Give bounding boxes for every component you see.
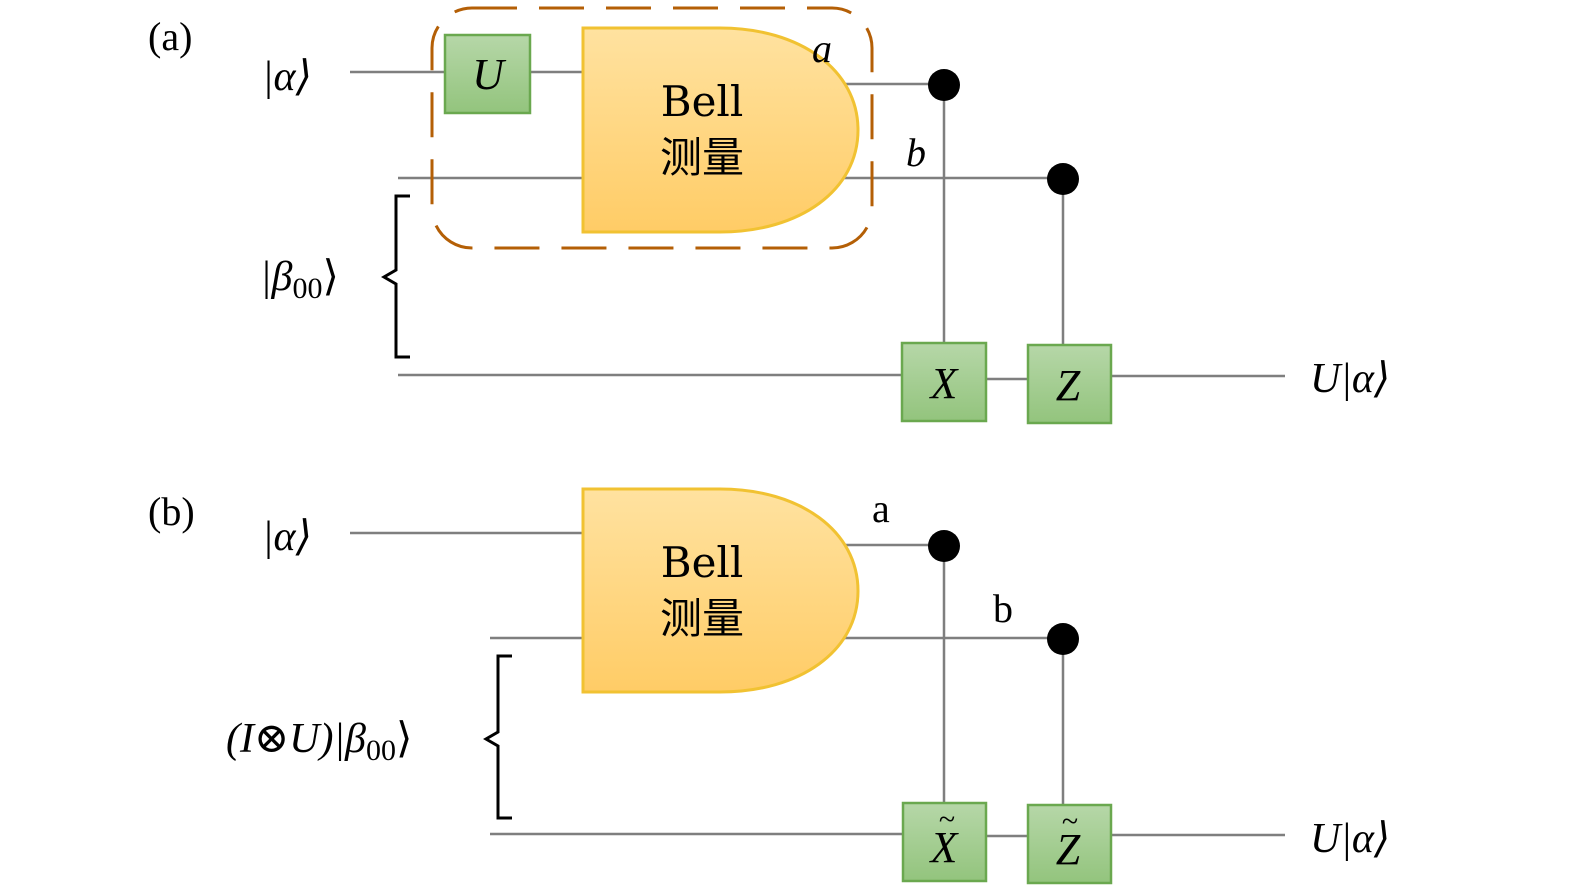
- bit-a-label-a: a: [812, 26, 832, 71]
- panel-b-label: (b): [148, 489, 195, 534]
- bell-a-line2: 测量: [660, 133, 744, 182]
- bell-b-line1: Bell: [661, 538, 744, 587]
- bell-b-line2: 测量: [660, 594, 744, 643]
- panel-b-input-state: |α⟩: [262, 514, 312, 560]
- panel-a-output-state: U|α⟩: [1310, 356, 1390, 402]
- gate-x-a-label: X: [929, 359, 960, 408]
- panel-b-pair-state: (I⊗U)|β00⟩: [226, 716, 412, 767]
- gate-z-tilde-b: [1026, 803, 1113, 885]
- control-dot-b-2: [1047, 623, 1079, 655]
- gate-z-tilde-label: Z: [1056, 825, 1081, 874]
- gate-x-a: [900, 341, 988, 423]
- gate-x-tilde-mark: ~: [939, 803, 955, 836]
- bit-b-label-b: b: [993, 586, 1013, 631]
- gate-u-label: U: [472, 50, 507, 99]
- panel-b: (b) |α⟩ Bell 测量 a b ~ X ~ Z (I⊗U)|β00⟩ U…: [148, 486, 1390, 885]
- gate-u: [443, 33, 532, 115]
- bell-measurement-b: [581, 487, 860, 694]
- bell-a-line1: Bell: [661, 77, 744, 126]
- bit-a-label-b: a: [872, 486, 890, 531]
- panel-a-pair-state: |β00⟩: [260, 254, 339, 305]
- control-dot-a-1: [928, 69, 960, 101]
- panel-a-input-state: |α⟩: [262, 54, 312, 100]
- panel-a: (a) |α⟩ U Bell 测量 a b X Z: [148, 6, 1390, 425]
- panel-a-label: (a): [148, 14, 192, 59]
- control-dot-a-2: [1047, 163, 1079, 195]
- bell-measurement-a: [581, 26, 860, 234]
- panel-b-output-state: U|α⟩: [1310, 816, 1390, 862]
- gate-z-a-label: Z: [1056, 361, 1081, 410]
- brace-b: [483, 654, 512, 820]
- bit-b-label-a: b: [906, 130, 926, 175]
- gate-z-tilde-mark: ~: [1062, 805, 1078, 838]
- gate-x-tilde-label: X: [929, 823, 960, 872]
- control-dot-b-1: [928, 530, 960, 562]
- dashed-box-a: [430, 6, 874, 250]
- gate-x-tilde-b: [901, 801, 988, 883]
- gate-z-a: [1026, 343, 1113, 425]
- brace-a: [381, 194, 410, 359]
